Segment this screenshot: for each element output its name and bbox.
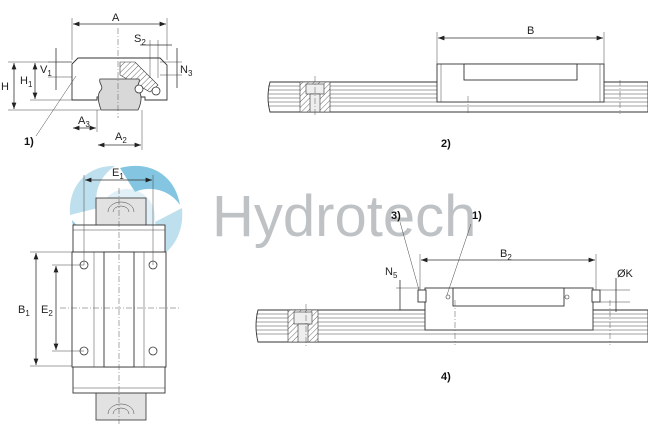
note-1: 1) [24,136,34,148]
top-view: E1 B1 E2 [18,167,180,424]
dim-E2: E2 [41,304,53,318]
dim-S2: S2 [134,33,146,47]
dim-N3: N3 [180,64,193,78]
dim-N5: N5 [385,266,398,280]
side-view-4: B2 N5 ØK 3) 1) 4) [255,210,648,383]
dim-A: A [112,12,120,24]
dim-B: B [527,25,534,37]
dim-H: H [1,81,9,93]
dim-B2: B2 [500,248,512,262]
dim-E1: E1 [112,167,124,181]
note-2: 2) [441,138,451,150]
dim-H1: H1 [20,75,33,89]
dim-V1: V1 [40,64,52,78]
cross-section-view: A S2 N3 V1 H H1 A3 A2 1) [1,12,193,150]
watermark-text: Hydrotech [212,184,476,249]
callout-3: 3) [391,210,401,222]
note-4: 4) [441,371,451,383]
dim-A3: A3 [78,115,90,129]
dim-A2: A2 [115,131,127,145]
dim-B1: B1 [18,304,30,318]
side-view-2: B 2) [267,25,648,150]
callout-1: 1) [472,210,482,222]
dim-K: ØK [617,268,634,280]
